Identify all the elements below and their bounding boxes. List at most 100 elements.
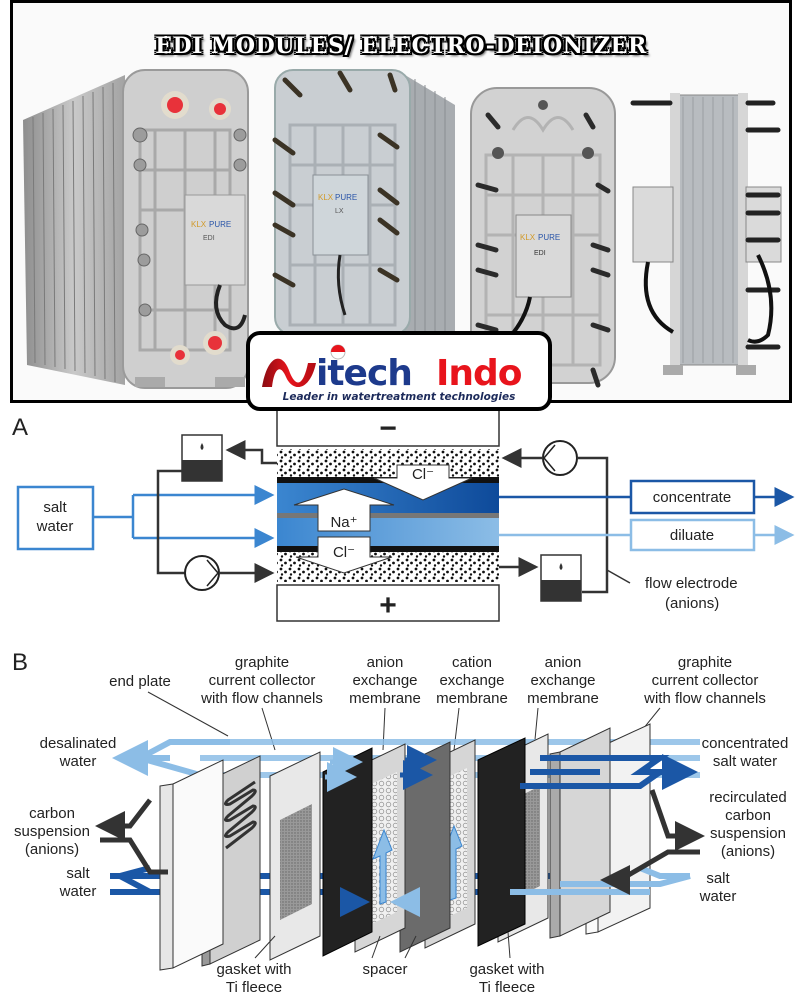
svg-text:salt: salt — [66, 865, 90, 882]
droplet-icon — [559, 563, 563, 570]
svg-text:membrane: membrane — [436, 690, 508, 707]
svg-text:water: water — [59, 753, 97, 770]
svg-text:PURE: PURE — [335, 193, 357, 202]
salt-water-inflow-left — [111, 865, 152, 895]
svg-text:(anions): (anions) — [721, 843, 775, 860]
diagram-a-flow-electrode-schematic: A − + Cl⁻ Na⁺ Cl⁻ salt water flow electr… — [12, 409, 795, 622]
svg-text:suspension: suspension — [14, 823, 90, 840]
logo-tagline: Leader in watertreatment technologies — [282, 391, 516, 403]
svg-text:KLX: KLX — [318, 193, 334, 202]
indonesia-flag-icon — [330, 344, 346, 360]
flow-channels — [223, 780, 257, 850]
company-logo-badge: itech Indo Leader in watertreatment tech… — [246, 331, 552, 411]
diluate-box — [629, 518, 756, 552]
positive-electrode — [276, 584, 500, 622]
logo-text-itech: itech — [316, 353, 412, 391]
svg-text:membrane: membrane — [527, 690, 599, 707]
product-image-edi-module-3: KLX PURE EDI — [468, 85, 618, 390]
svg-text:salt: salt — [706, 870, 730, 887]
label-graphite-collector-left: graphite current collector with flow cha… — [200, 654, 323, 707]
end-plate-left — [172, 759, 224, 969]
svg-text:exchange: exchange — [530, 672, 595, 689]
label-gasket-left: gasket with Ti fleece — [216, 961, 291, 996]
svg-text:anion: anion — [367, 654, 404, 671]
label-anion-membrane-left: anion exchange membrane — [349, 654, 421, 707]
top-flow-electrode — [277, 449, 499, 479]
label-recirculated-carbon-suspension: recirculated carbon suspension (anions) — [709, 789, 787, 860]
svg-text:current collector: current collector — [652, 672, 759, 689]
svg-text:KLX: KLX — [191, 220, 207, 229]
diagram-b-stack-exploded-view: B end plate graphite current collector w… — [12, 649, 789, 996]
svg-text:LX: LX — [335, 208, 344, 215]
svg-text:salt water: salt water — [713, 753, 777, 770]
svg-text:membrane: membrane — [349, 690, 421, 707]
negative-electrode — [276, 409, 500, 447]
company-logo: itech Indo — [262, 344, 523, 391]
svg-text:with flow channels: with flow channels — [643, 690, 766, 707]
ion-label-sodium: Na⁺ — [330, 514, 357, 531]
svg-text:KLX: KLX — [520, 233, 536, 242]
svg-text:recirculated: recirculated — [709, 789, 787, 806]
svg-text:exchange: exchange — [439, 672, 504, 689]
salt-water-box — [16, 485, 95, 551]
svg-text:water: water — [699, 888, 737, 905]
svg-text:carbon: carbon — [725, 807, 771, 824]
svg-text:suspension: suspension — [710, 825, 786, 842]
svg-text:Ti fleece: Ti fleece — [479, 979, 535, 996]
svg-text:anion: anion — [545, 654, 582, 671]
svg-text:carbon: carbon — [29, 805, 75, 822]
sodium-arrow-up — [293, 488, 395, 532]
salt-water-label-2: water — [36, 518, 74, 535]
pump-right-icon — [542, 440, 578, 476]
svg-text:current collector: current collector — [209, 672, 316, 689]
svg-text:(anions): (anions) — [25, 841, 79, 858]
label-concentrated-salt-water: concentrated salt water — [702, 735, 789, 770]
panel-label-b: B — [12, 649, 28, 676]
svg-text:cation: cation — [452, 654, 492, 671]
salt-water-label-1: salt — [43, 499, 67, 516]
flow-arrow-up-icon — [372, 828, 393, 905]
label-graphite-collector-right: graphite current collector with flow cha… — [643, 654, 766, 707]
flow-electrode-label-1: flow electrode — [645, 575, 738, 592]
label-anion-membrane-right: anion exchange membrane — [527, 654, 599, 707]
label-gasket-right: gasket with Ti fleece — [469, 961, 544, 996]
svg-text:gasket with: gasket with — [216, 961, 291, 978]
ion-label-chloride-top: Cl⁻ — [412, 466, 434, 483]
product-image-edi-module-2: KLX PURE LX — [265, 65, 455, 335]
positive-sign: + — [379, 589, 397, 622]
droplet-icon — [200, 443, 204, 450]
label-salt-water-left: salt water — [59, 865, 97, 900]
anion-membrane-right — [477, 737, 526, 947]
svg-text:with flow channels: with flow channels — [200, 690, 323, 707]
svg-text:graphite: graphite — [678, 654, 732, 671]
label-spacer: spacer — [362, 961, 407, 978]
svg-text:desalinated: desalinated — [40, 735, 117, 752]
label-salt-water-right: salt water — [699, 870, 737, 905]
ion-label-chloride-bottom: Cl⁻ — [333, 544, 355, 561]
diluate-label: diluate — [670, 527, 714, 544]
panel-label-a: A — [12, 414, 28, 441]
svg-text:Ti fleece: Ti fleece — [226, 979, 282, 996]
product-image-edi-module-1: KLX PURE EDI — [15, 65, 255, 400]
label-cation-membrane: cation exchange membrane — [436, 654, 508, 707]
pump-left-icon — [184, 555, 220, 591]
label-carbon-suspension-left: carbon suspension (anions) — [14, 805, 90, 858]
concentrate-box — [629, 479, 756, 515]
svg-text:EDI: EDI — [534, 250, 546, 257]
label-end-plate: end plate — [109, 673, 171, 690]
ti-fleece-left — [280, 804, 312, 920]
negative-sign: − — [379, 412, 397, 445]
chloride-arrow-down-top — [373, 464, 473, 501]
product-image-edi-module-side — [628, 85, 788, 380]
product-banner: EDI MODULES/ ELECTRO-DEIONIZER — [10, 0, 792, 403]
svg-text:PURE: PURE — [538, 233, 560, 242]
logo-text-indo: Indo — [436, 353, 522, 391]
svg-text:PURE: PURE — [209, 220, 231, 229]
svg-text:exchange: exchange — [352, 672, 417, 689]
svg-text:concentrated: concentrated — [702, 735, 789, 752]
chloride-arrow-down-bottom — [295, 536, 393, 574]
svg-text:EDI: EDI — [203, 235, 215, 242]
label-desalinated-water: desalinated water — [40, 735, 117, 770]
diluate-channel — [277, 518, 499, 546]
logo-wave-icon — [262, 358, 316, 388]
